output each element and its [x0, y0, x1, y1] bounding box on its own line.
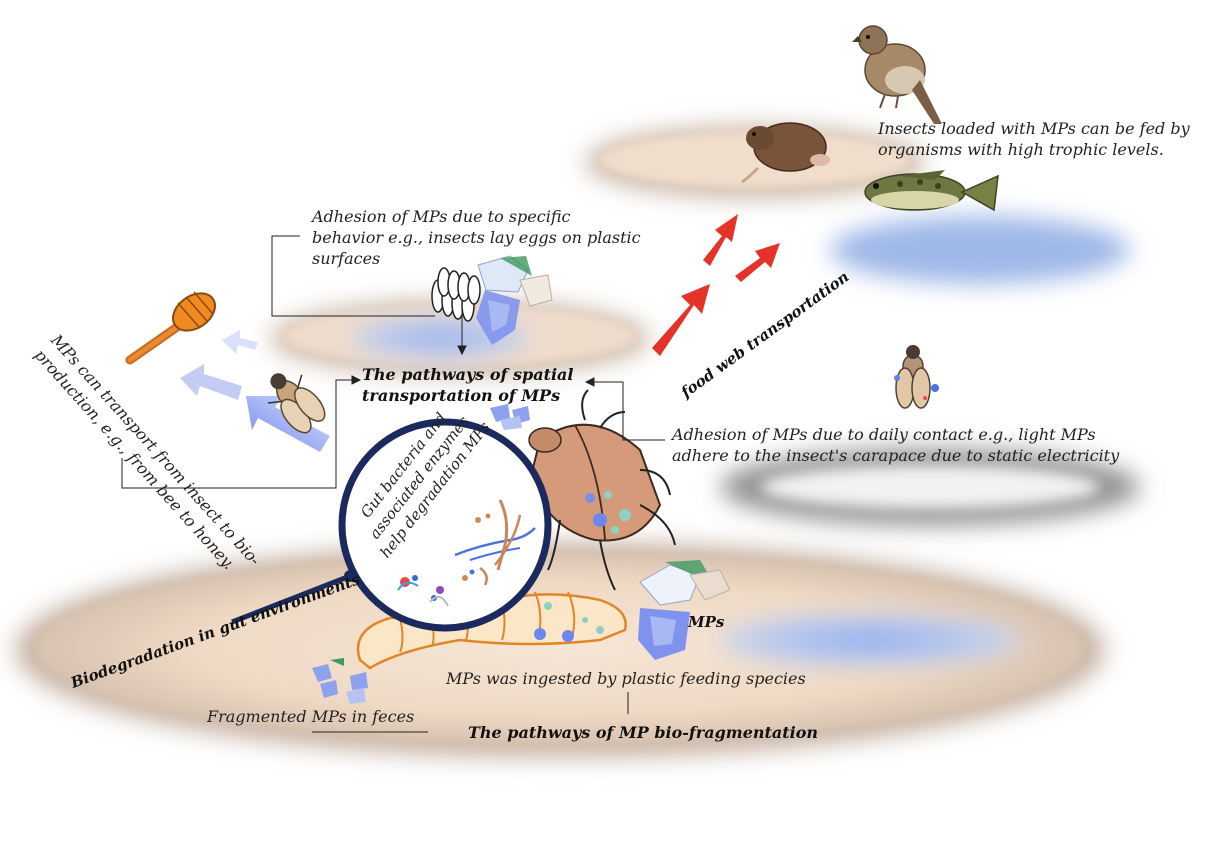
spatial-disc: [270, 300, 650, 376]
mps-label: MPs: [688, 613, 725, 631]
mole-icon: [741, 122, 830, 184]
spatial-pathways-title: The pathways of spatial transportation o…: [362, 364, 573, 406]
feces-text: Fragmented MPs in feces: [207, 707, 415, 726]
adhesion-behavior-line-3: surfaces: [312, 249, 381, 268]
ground-disc: [15, 542, 1105, 758]
ingested-text: MPs was ingested by plastic feeding spec…: [446, 669, 806, 688]
food-web-note-line-2: organisms with high trophic levels.: [878, 140, 1164, 159]
adhesion-contact-text: Adhesion of MPs due to daily contact e.g…: [672, 424, 1119, 466]
fly-icon: [894, 345, 939, 409]
food-web-note-line-1: Insects loaded with MPs can be fed by: [878, 119, 1190, 138]
blue-arrows: [180, 330, 330, 452]
fly-icon: [267, 373, 326, 434]
blue-puddle: [830, 216, 1130, 284]
magnifier-icon: [231, 418, 552, 632]
connector-lines: [121, 235, 665, 733]
adhesion-contact-line-2: adhere to the insect's carapace due to s…: [672, 446, 1120, 465]
adhesion-behavior-line-1: Adhesion of MPs due to specific: [312, 207, 571, 226]
honey-dipper-icon: [125, 291, 216, 365]
plastic-fragment-icon: [312, 658, 368, 704]
sparrow-icon: [852, 25, 942, 124]
eggs-icon: [431, 267, 481, 322]
spatial-pathways-line-1: The pathways of spatial: [362, 365, 574, 384]
bio-fragmentation-title: The pathways of MP bio-fragmentation: [468, 723, 819, 742]
plastic-fragment-icon: [476, 255, 553, 345]
adhesion-behavior-line-2: behavior e.g., insects lay eggs on plast…: [312, 228, 641, 247]
beetle-icon: [528, 389, 676, 591]
plastic-fragment-icon: [638, 560, 731, 660]
spatial-pathways-line-2: transportation of MPs: [362, 386, 561, 405]
fish-icon: [864, 170, 999, 212]
plastic-fragment-icon: [490, 404, 530, 430]
adhesion-behavior-text: Adhesion of MPs due to specific behavior…: [312, 206, 641, 269]
top-disc: [585, 126, 925, 198]
adhesion-contact-line-1: Adhesion of MPs due to daily contact e.g…: [672, 425, 1096, 444]
food-web-note: Insects loaded with MPs can be fed by or…: [878, 118, 1190, 160]
red-arrows: [652, 214, 780, 356]
